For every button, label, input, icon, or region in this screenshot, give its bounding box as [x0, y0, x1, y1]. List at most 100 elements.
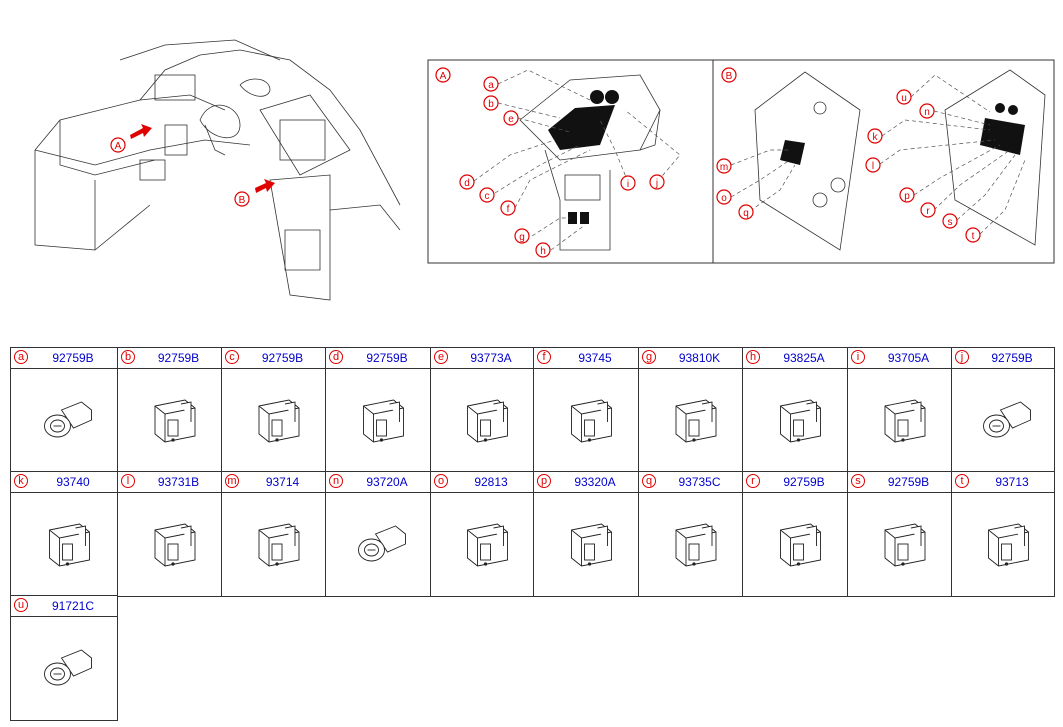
part-number: 91721C	[51, 599, 95, 613]
part-number: 93714	[265, 475, 300, 489]
rocker-switch-icon	[258, 523, 300, 567]
part-letter: u	[14, 598, 28, 612]
svg-text:A: A	[440, 71, 447, 82]
part-header: r 92759B	[743, 472, 847, 493]
svg-text:B: B	[726, 71, 733, 82]
part-header: h 93825A	[743, 348, 847, 369]
callout-p: p	[899, 187, 915, 203]
part-number: 92759B	[783, 475, 825, 489]
part-header: m 93714	[222, 472, 325, 493]
rocker-switch-icon	[467, 523, 508, 567]
part-number: 93705A	[887, 351, 930, 365]
part-letter: i	[851, 350, 865, 364]
svg-text:o: o	[721, 193, 727, 204]
svg-text:t: t	[972, 231, 975, 242]
arrow-b-icon	[255, 179, 275, 193]
part-header: d 92759B	[326, 348, 430, 369]
callout-o: o	[716, 189, 732, 205]
svg-text:c: c	[485, 191, 490, 202]
part-letter: m	[225, 474, 239, 488]
part-header: g 93810K	[639, 348, 742, 369]
part-cell-p: p 93320A	[533, 471, 639, 597]
part-header: e 93773A	[431, 348, 533, 369]
svg-text:m: m	[720, 162, 728, 173]
svg-text:B: B	[239, 195, 246, 206]
part-letter: h	[746, 350, 760, 364]
part-number: 92813	[474, 475, 508, 489]
part-letter: q	[642, 474, 656, 488]
callout-e: e	[503, 110, 519, 126]
svg-text:s: s	[948, 217, 953, 228]
callout-g: g	[514, 228, 530, 244]
round-switch-icon	[44, 401, 92, 438]
detail-b-label: B	[721, 67, 737, 83]
svg-text:f: f	[507, 204, 510, 215]
arrow-a-icon	[130, 124, 152, 139]
rocker-switch-icon	[988, 523, 1029, 567]
rocker-switch-icon	[571, 399, 612, 443]
callout-s: s	[942, 213, 958, 229]
svg-text:d: d	[464, 178, 470, 189]
svg-text:j: j	[655, 178, 658, 189]
part-header: l 93731B	[118, 472, 221, 493]
part-letter: c	[225, 350, 239, 364]
svg-text:h: h	[540, 246, 546, 257]
part-cell-j: j 92759B	[951, 347, 1055, 473]
callout-u: u	[896, 89, 912, 105]
svg-text:p: p	[904, 191, 910, 202]
part-cell-a: a 92759B	[10, 347, 118, 473]
part-letter: s	[851, 474, 865, 488]
part-letter: a	[14, 350, 28, 364]
callout-m: m	[716, 158, 732, 174]
round-switch-icon	[44, 649, 92, 686]
part-header: q 93735C	[639, 472, 742, 493]
round-switch-icon	[358, 525, 406, 562]
rocker-switch-icon	[49, 523, 90, 567]
svg-text:n: n	[924, 107, 930, 118]
callout-d: d	[459, 174, 475, 190]
svg-text:i: i	[627, 179, 629, 190]
svg-text:e: e	[508, 114, 514, 125]
part-cell-g: g 93810K	[638, 347, 743, 473]
part-letter: n	[329, 474, 343, 488]
part-letter: r	[746, 474, 760, 488]
part-number: 93810K	[678, 351, 721, 365]
detail-a-drawing	[519, 74, 661, 251]
part-number: 93731B	[157, 475, 200, 489]
part-header: c 92759B	[222, 348, 325, 369]
rocker-switch-icon	[675, 399, 717, 443]
part-number: 93720A	[366, 475, 408, 489]
part-cell-s: s 92759B	[847, 471, 952, 597]
part-letter: t	[955, 474, 969, 488]
rocker-switch-icon	[884, 399, 926, 443]
part-number: 93735C	[678, 475, 721, 489]
part-cell-f: f 93745	[533, 347, 639, 473]
part-cell-u: u 91721C	[10, 595, 118, 721]
part-header: k 93740	[11, 472, 117, 493]
part-number: 92759B	[261, 351, 304, 365]
part-number: 92759B	[157, 351, 200, 365]
detail-box-b	[712, 59, 1055, 264]
part-cell-c: c 92759B	[221, 347, 326, 473]
callout-j: j	[649, 174, 665, 190]
part-letter: g	[642, 350, 656, 364]
part-number: 92759B	[887, 475, 930, 489]
dashboard-drawing	[34, 39, 401, 301]
part-header: s 92759B	[848, 472, 951, 493]
svg-text:l: l	[872, 161, 874, 172]
callout-b-overview: B	[234, 191, 250, 207]
overview-illustration: A B	[34, 39, 1055, 301]
rocker-switch-icon	[467, 399, 508, 443]
callout-k: k	[867, 128, 883, 144]
callout-b: b	[483, 95, 499, 111]
part-number: 92759B	[991, 351, 1033, 365]
callout-f: f	[500, 200, 516, 216]
part-cell-i: i 93705A	[847, 347, 952, 473]
svg-text:b: b	[488, 99, 494, 110]
callout-a-overview: A	[110, 137, 126, 153]
part-cell-k: k 93740	[10, 471, 118, 597]
callout-c: c	[479, 187, 495, 203]
rocker-switch-icon	[363, 399, 404, 443]
svg-text:u: u	[901, 93, 907, 104]
